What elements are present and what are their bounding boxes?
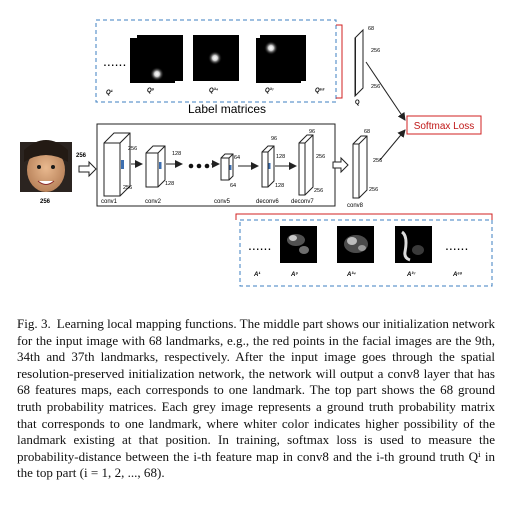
a1-label: A¹ (253, 271, 260, 278)
ellipsis-dots (188, 163, 210, 169)
svg-text:256: 256 (316, 154, 325, 160)
layer-conv8: 68 256 256 conv8 (347, 129, 382, 209)
bottom-dots: ...... (248, 237, 271, 253)
svg-text:256: 256 (369, 187, 378, 193)
feature-map-a37 (395, 226, 432, 263)
figure-caption: Fig. 3.Learning local mapping functions.… (17, 316, 495, 482)
conv8-label: conv8 (347, 203, 364, 209)
label-matrix-q9 (137, 35, 183, 81)
bottom-red-bracket (235, 213, 493, 220)
a34-label: A³⁴ (346, 271, 356, 278)
q37-label: Q³⁷ (265, 87, 275, 94)
svg-text:256: 256 (123, 185, 132, 191)
top-red-bracket (336, 24, 343, 99)
output-arrow (332, 156, 349, 174)
layer-deconv6: 96 128 128 deconv6 (256, 136, 285, 205)
conv1-label: conv1 (101, 199, 118, 205)
svg-text:256: 256 (314, 188, 323, 194)
label-matrix-q37 (256, 35, 306, 83)
top-panel-frame (95, 19, 337, 103)
svg-text:68: 68 (364, 129, 370, 135)
svg-text:128: 128 (172, 151, 181, 157)
deconv7-label: deconv7 (291, 199, 314, 205)
layer-conv1: 256 256 conv1 (101, 132, 137, 205)
q34-label: Q³⁴ (209, 87, 219, 94)
svg-text:128: 128 (165, 181, 174, 187)
q1-label: Q¹ (106, 89, 113, 96)
input-face-image: 256 (20, 140, 72, 205)
layer-deconv7: 96 256 256 deconv7 (291, 129, 325, 205)
svg-text:128: 128 (275, 183, 284, 189)
conv5-label: conv5 (214, 199, 231, 205)
bottom-dots-right: ...... (445, 237, 468, 253)
svg-text:96: 96 (309, 129, 315, 135)
svg-text:256: 256 (128, 146, 137, 152)
caption-label: Fig. 3. (17, 316, 51, 331)
conv2-label: conv2 (145, 199, 162, 205)
a37-label: A³⁷ (406, 271, 416, 278)
svg-text:64: 64 (230, 183, 236, 189)
a68-label: A⁶⁸ (452, 271, 463, 278)
figure-diagram: ...... Q¹ Q⁹ Q³⁴ Q³⁷ Q⁶⁸ Label matrices … (20, 19, 493, 287)
q-dim-68: 68 (368, 26, 374, 32)
a9-label: A⁹ (290, 271, 298, 278)
caption-text: Learning local mapping functions. The mi… (17, 316, 495, 481)
input-size-bottom: 256 (40, 199, 51, 205)
q-dim-256b: 256 (371, 84, 380, 90)
deconv6-label: deconv6 (256, 199, 279, 205)
feature-map-a9 (280, 226, 317, 263)
svg-text:64: 64 (234, 155, 240, 161)
feature-map-a34 (337, 226, 374, 263)
q68-label: Q⁶⁸ (315, 87, 325, 94)
softmax-loss-box (406, 115, 482, 135)
top-dots: ...... (103, 53, 126, 69)
layer-conv5: 64 64 conv5 (214, 153, 240, 205)
label-matrices-title: Label matrices (188, 102, 266, 116)
softmax-loss-label: Softmax Loss (414, 121, 475, 132)
input-arrow (78, 160, 97, 178)
q9-label: Q⁹ (147, 87, 155, 94)
q-label: Q (355, 100, 360, 106)
label-matrix-q34 (193, 35, 239, 81)
layer-conv2: 128 128 conv2 (145, 145, 181, 205)
q-dim-256a: 256 (371, 48, 380, 54)
input-size-side: 256 (76, 153, 87, 159)
q-block: 68 256 256 Q (354, 26, 380, 106)
svg-text:128: 128 (276, 154, 285, 160)
svg-text:256: 256 (373, 158, 382, 164)
svg-text:96: 96 (271, 136, 277, 142)
bottom-panel-frame (239, 219, 493, 287)
